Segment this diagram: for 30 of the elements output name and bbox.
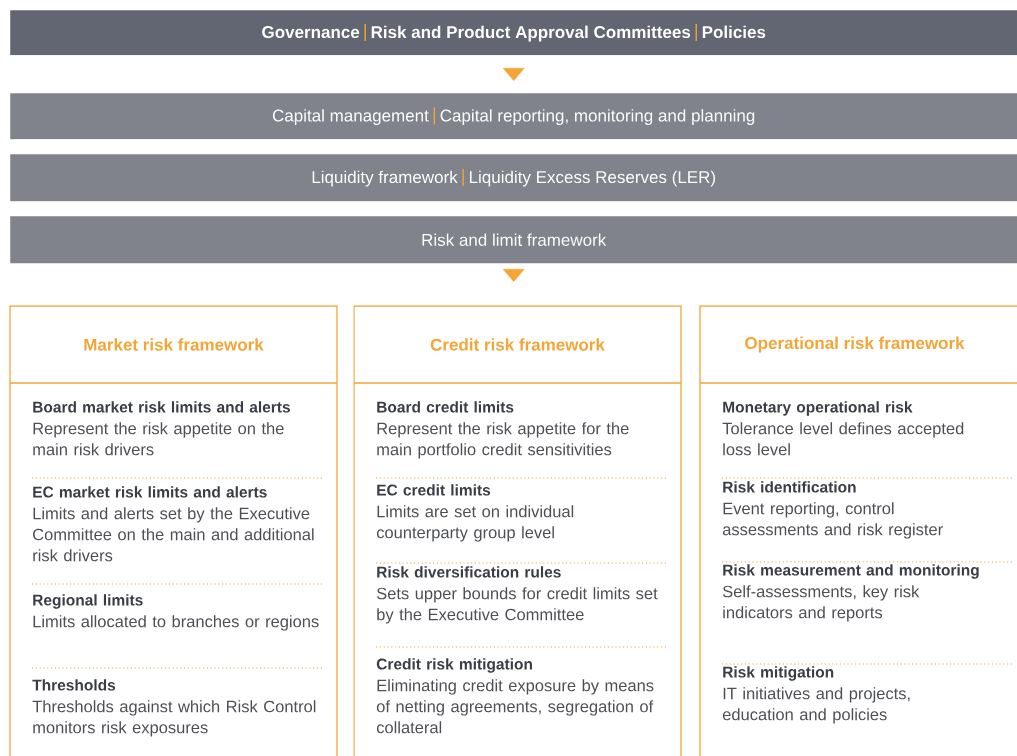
banner-bar: Risk and limit framework: [10, 216, 1017, 264]
item-description: Limits and alerts set by the Executive Committee on the main and additional risk drivers: [33, 507, 314, 562]
item-heading: Credit risk mitigation: [376, 658, 532, 673]
item-heading: Risk mitigation: [723, 666, 834, 681]
banner-bar: Capital management Capital reporting, monitoring and planning: [10, 93, 1017, 140]
banner-bar: Governance Risk and Product Approval Committees Policies: [10, 10, 1017, 56]
arrow: [502, 268, 525, 282]
item-heading: Risk identification: [723, 481, 856, 493]
item-description: Self-assessments, key risk indicators and reports: [722, 585, 920, 622]
item-description: Limits allocated to branches or regions: [33, 615, 319, 631]
item-heading: Monetary operational risk: [723, 401, 913, 416]
item-heading: EC credit limits: [377, 484, 491, 496]
item-description: Thresholds against which Risk Control monitors risk exposures: [32, 700, 316, 737]
item-description: Sets upper bounds for credit limits set by the Executive Committee: [376, 587, 658, 624]
item-description: Represent the risk appetite for the main portfolio credit sensitivities: [377, 422, 629, 459]
item-description: Limits are set on individual counterparty group level: [376, 505, 574, 542]
item-description: Tolerance level defines accepted loss level: [722, 422, 964, 456]
item-heading: Board credit limits: [377, 401, 514, 413]
arrow: [502, 67, 525, 81]
item-heading: Thresholds: [32, 679, 116, 691]
banner-bar: Liquidity framework Liquidity Excess Reserves (LER): [10, 154, 1017, 202]
item-description: Eliminating credit exposure by means of netting agreements, segregation of collateral: [376, 679, 654, 734]
item-heading: Regional limits: [33, 594, 143, 609]
item-description: IT initiatives and projects, education and policies: [722, 687, 910, 724]
item-heading: Board market risk limits and alerts: [33, 401, 290, 413]
item-heading: Risk diversification rules: [377, 566, 561, 578]
item-description: Event reporting, control assessments and risk register: [722, 502, 943, 539]
item-heading: Risk measurement and monitoring: [723, 564, 979, 579]
item-heading: EC market risk limits and alerts: [33, 486, 267, 498]
item-description: Represent the risk appetite on the main risk drivers: [33, 422, 284, 456]
